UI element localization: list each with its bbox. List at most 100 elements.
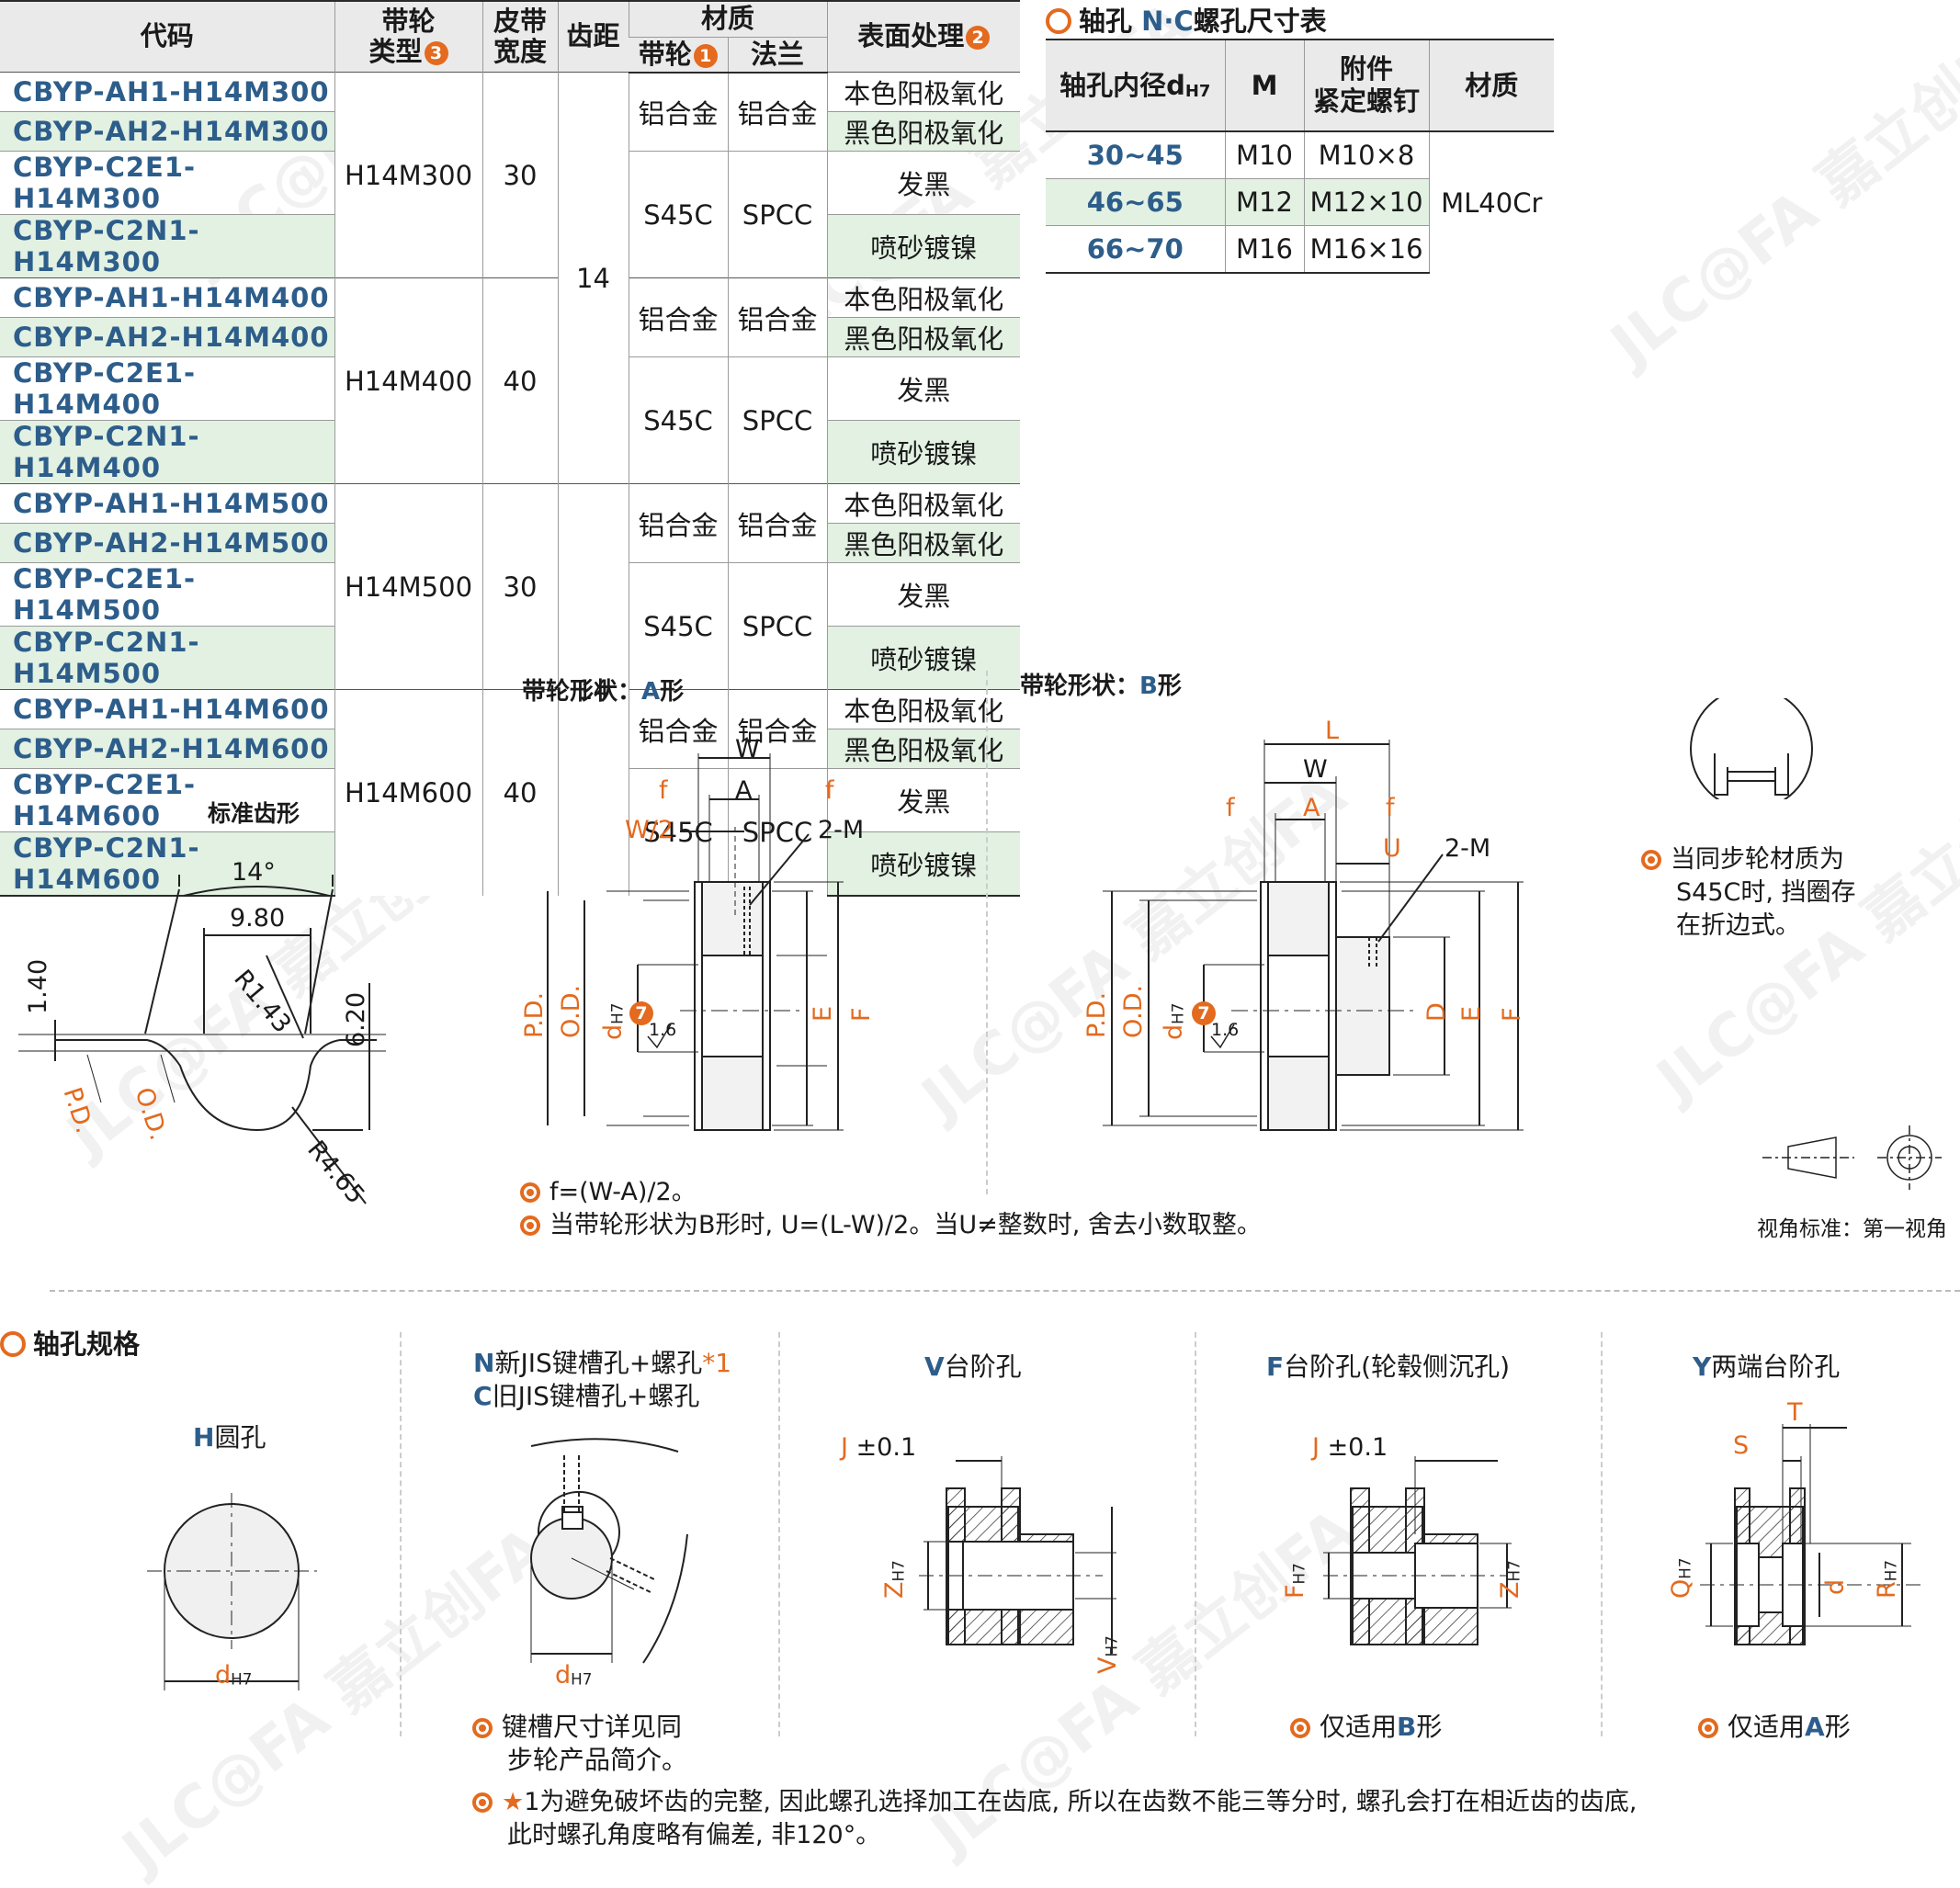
material-flange-cell: 铝合金 xyxy=(727,72,827,152)
pulley-type-cell: H14M600 xyxy=(334,689,482,896)
surface-cell: 发黑 xyxy=(826,356,1020,421)
material-pulley-cell: 铝合金 xyxy=(628,72,728,152)
bore-section-title: 轴孔规格 xyxy=(0,1323,140,1362)
shape-a-drawing xyxy=(547,753,844,1131)
tooth-angle-label: 14° xyxy=(232,858,276,887)
header-set-screw: 附件 紧定螺钉 xyxy=(1303,39,1429,132)
surface-cell: 本色阳极氧化 xyxy=(826,72,1020,112)
bullet-icon xyxy=(1290,1718,1310,1738)
material-pulley-cell: 铝合金 xyxy=(628,483,728,563)
bore-nc-dim: dH7 xyxy=(555,1661,593,1690)
note-f-only-b: 仅适用B形 xyxy=(1290,1711,1442,1744)
bore-y-r-label: RH7 xyxy=(1873,1560,1901,1599)
bore-v-title: V台阶孔 xyxy=(924,1351,1022,1382)
m-cell: M10 xyxy=(1224,130,1304,179)
code-cell: CBYP-C2E1-H14M300 xyxy=(0,151,334,215)
first-angle-projection-icon xyxy=(1762,1125,1942,1190)
shape-a-d-label: dH7 xyxy=(599,1002,628,1040)
bullet-icon xyxy=(1698,1718,1718,1738)
material-pulley-cell: 铝合金 xyxy=(628,277,728,357)
bore-y-t-label: T xyxy=(1787,1398,1803,1427)
header-pitch: 齿距 xyxy=(557,0,629,73)
surface-cell: 喷砂镀镍 xyxy=(826,420,1020,484)
shape-b-title: 带轮形状：B形 xyxy=(1020,673,1182,700)
bullet-icon xyxy=(1641,850,1661,870)
surface-cell: 本色阳极氧化 xyxy=(826,277,1020,318)
bore-f-j-label: J ±0.1 xyxy=(1312,1433,1388,1462)
shape-a-2m-label: 2-M xyxy=(818,816,865,844)
code-cell: CBYP-C2N1-H14M400 xyxy=(0,420,334,484)
bore-v-j-label: J ±0.1 xyxy=(841,1433,917,1462)
surface-cell: 喷砂镀镍 xyxy=(826,626,1020,690)
section-separator xyxy=(50,1290,1960,1292)
code-cell: CBYP-AH1-H14M500 xyxy=(0,483,334,524)
screw-cell: M12×10 xyxy=(1303,178,1429,226)
badge-1: 1 xyxy=(693,43,718,68)
shape-a-roughness: 1.6 xyxy=(649,1020,677,1040)
header-material: 材质 xyxy=(628,0,827,38)
tooth-depth-label: 6.20 xyxy=(342,991,370,1047)
bullet-icon xyxy=(472,1718,493,1738)
material-pulley-cell: S45C xyxy=(628,151,728,278)
bore-nc-title: N新JIS键槽孔+螺孔*1 C旧JIS键槽孔+螺孔 xyxy=(473,1348,732,1411)
shape-b-w-label: W xyxy=(1303,755,1328,784)
header-material-flange: 法兰 xyxy=(727,37,827,73)
flange-note: 当同步轮材质为 S45C时, 挡圈存 在折边式。 xyxy=(1641,843,1944,943)
bore-v-z-label: ZH7 xyxy=(880,1560,909,1599)
belt-width-cell: 30 xyxy=(482,72,558,278)
material-pulley-cell: S45C xyxy=(628,562,728,690)
pulley-type-cell: H14M400 xyxy=(334,277,482,484)
bore-f-title: F台阶孔(轮毂侧沉孔) xyxy=(1266,1351,1510,1382)
circle-marker-icon xyxy=(0,1331,26,1357)
shape-a-f-label: f xyxy=(659,776,668,805)
code-cell: CBYP-C2E1-H14M500 xyxy=(0,562,334,627)
badge-3: 3 xyxy=(424,41,448,65)
material-flange-cell: SPCC xyxy=(727,768,827,896)
shape-b-e-label: E xyxy=(1457,1005,1486,1022)
code-cell: CBYP-C2N1-H14M500 xyxy=(0,626,334,690)
bore-nc-drawing xyxy=(530,1438,688,1664)
surface-cell: 喷砂镀镍 xyxy=(826,214,1020,278)
note-star: ★1为避免破坏齿的完整, 因此螺孔选择加工在齿底, 所以在齿数不能三等分时, 螺… xyxy=(472,1786,1943,1852)
pulley-type-cell: H14M500 xyxy=(334,483,482,690)
view-standard-label: 视角标准：第一视角 xyxy=(1757,1217,1947,1241)
shape-b-2m-label: 2-M xyxy=(1445,834,1491,863)
bore-y-q-label: QH7 xyxy=(1667,1557,1695,1600)
shape-a-w2-label: W/2 xyxy=(625,816,674,844)
surface-cell: 发黑 xyxy=(826,562,1020,627)
flange-detail-drawing xyxy=(1690,698,1813,799)
shaft-table: 轴孔内径dH7 M 附件 紧定螺钉 材质 30~45 M10 M10×8 ML4… xyxy=(1046,39,1554,274)
note-keyway: 键槽尺寸详见同 步轮产品简介。 xyxy=(472,1711,687,1777)
m-cell: M16 xyxy=(1224,225,1304,274)
belt-width-cell: 40 xyxy=(482,689,558,896)
bore-v-v-label: VH7 xyxy=(1093,1635,1122,1674)
shape-b-d-label: dH7 xyxy=(1160,1002,1188,1040)
shape-a-e-label: E xyxy=(809,1005,837,1022)
surface-cell: 本色阳极氧化 xyxy=(826,689,1020,729)
code-cell: CBYP-C2E1-H14M400 xyxy=(0,356,334,421)
material-pulley-cell: S45C xyxy=(628,356,728,484)
bore-y-drawing xyxy=(1700,1424,1920,1645)
note-y-only-a: 仅适用A形 xyxy=(1698,1711,1851,1744)
surface-cell: 黑色阳极氧化 xyxy=(826,523,1020,563)
material-flange-cell: 铝合金 xyxy=(727,277,827,357)
shaft-table-title: 轴孔 N·C螺孔尺寸表 xyxy=(1046,0,1327,39)
code-cell: CBYP-AH2-H14M300 xyxy=(0,111,334,152)
belt-width-cell: 40 xyxy=(482,277,558,484)
watermark: JLC@FA 嘉立创FA xyxy=(1599,7,1960,379)
bullet-icon xyxy=(520,1215,540,1236)
bore-f-f-label: FH7 xyxy=(1281,1563,1309,1599)
code-cell: CBYP-AH2-H14M500 xyxy=(0,523,334,563)
shape-b-od-label: O.D. xyxy=(1119,984,1148,1038)
shape-b-dd-label: D xyxy=(1422,1002,1451,1022)
surface-cell: 黑色阳极氧化 xyxy=(826,317,1020,357)
code-cell: CBYP-C2E1-H14M600 xyxy=(0,768,334,832)
bullet-icon xyxy=(472,1792,493,1813)
m-cell: M12 xyxy=(1224,178,1304,226)
shape-a-od-label: O.D. xyxy=(557,984,585,1038)
bore-h-drawing xyxy=(147,1493,317,1690)
pitch-cell: 14 xyxy=(557,72,629,484)
bore-range-cell: 66~70 xyxy=(1046,225,1225,274)
